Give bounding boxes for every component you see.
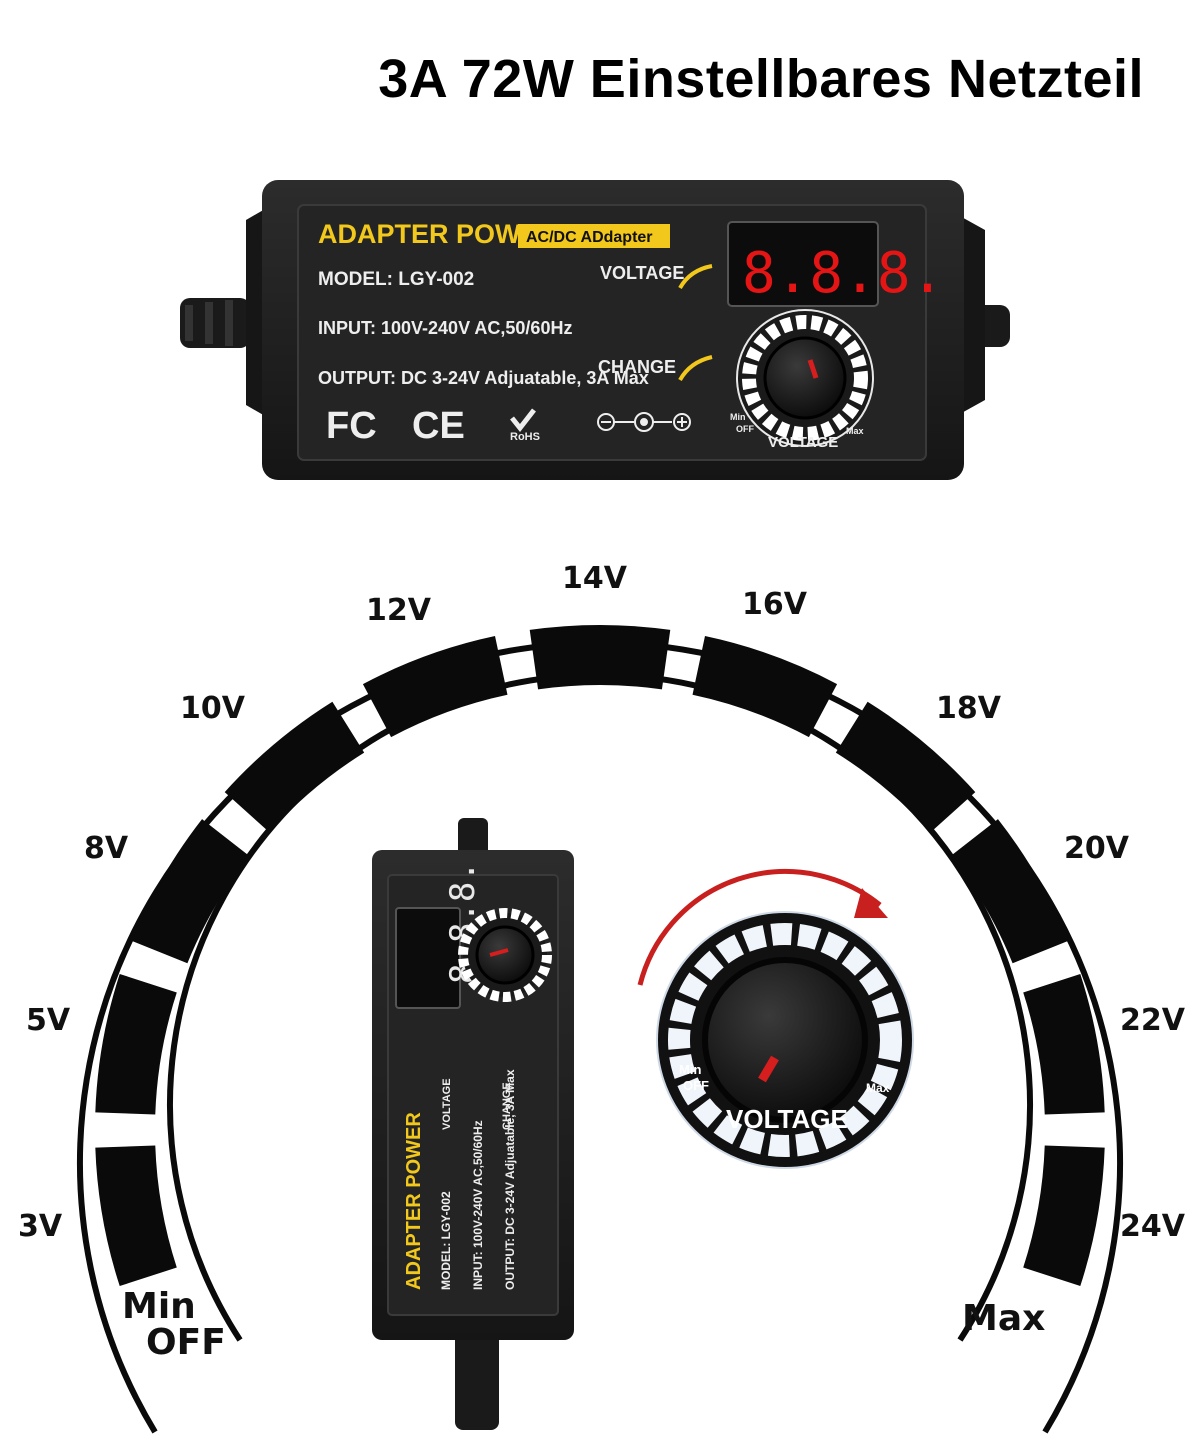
rohs-check-icon — [510, 408, 536, 433]
voltage-arrow-label: VOLTAGE — [600, 263, 684, 283]
dial-label-24v: 24V — [1120, 1209, 1186, 1244]
dial-label-12v: 12V — [366, 593, 432, 628]
closeup-off-label: OFF — [683, 1078, 709, 1093]
closeup-min-label: Min — [679, 1062, 701, 1077]
dial-segment — [835, 701, 976, 833]
knob-max-label: Max — [846, 426, 864, 436]
cable-bottom — [455, 1330, 499, 1430]
dial-segment — [950, 819, 1069, 964]
knob-closeup: Min OFF Max VOLTAGE — [637, 868, 914, 1169]
dial-label-off: OFF — [146, 1322, 226, 1363]
input-label-vertical: INPUT: 100V-240V AC,50/60Hz — [471, 1120, 485, 1290]
change-label-vertical: CHANGE — [501, 1082, 513, 1130]
model-label: MODEL: LGY-002 — [318, 269, 474, 290]
knob-min-label: Min — [730, 412, 746, 422]
rohs-logo: RoHS — [510, 431, 540, 443]
page-title: 3A 72W Einstellbares Netzteil — [378, 49, 1144, 109]
knob-off-label: OFF — [736, 424, 754, 434]
dial-segment — [362, 636, 508, 738]
adapter-vertical: 8.8.8. ADAPTER POWER MODEL: LGY-002 INPU… — [372, 818, 574, 1430]
output-label: OUTPUT: DC 3-24V Adjuatable, 3A Max — [318, 368, 649, 388]
polarity-icon — [597, 412, 691, 432]
knob-vertical[interactable] — [475, 925, 535, 985]
brand-subtitle-badge — [518, 224, 670, 248]
rotation-arrowhead-icon — [854, 888, 888, 918]
dial-segment — [1023, 1145, 1105, 1287]
dial-segment — [1023, 973, 1105, 1115]
voltage-label-vertical: VOLTAGE — [441, 1078, 453, 1130]
voltage-dial — [77, 625, 1123, 1434]
led-digits: 8.8.8. — [742, 241, 944, 306]
dial-label-10v: 10V — [180, 691, 246, 726]
closeup-max-label: Max — [866, 1081, 890, 1095]
brand-subtitle: AC/DC ADdapter — [526, 229, 653, 246]
closeup-knob-indicator — [758, 1055, 779, 1083]
adapter-top: ADAPTER POWER AC/DC ADdapter MODEL: LGY-… — [180, 180, 1010, 480]
input-label: INPUT: 100V-240V AC,50/60Hz — [318, 318, 572, 338]
dial-segment — [529, 625, 671, 690]
dial-segment — [95, 1145, 177, 1287]
change-arrow-icon — [678, 355, 713, 382]
dial-label-5v: 5V — [26, 1003, 71, 1038]
mount-ear-right — [958, 215, 985, 415]
dial-label-min: Min — [122, 1286, 196, 1327]
dial-segment — [95, 973, 177, 1115]
led-display-vertical — [395, 907, 461, 1009]
ce-logo: CE — [412, 405, 465, 447]
knob-indicator — [807, 359, 819, 379]
model-label-vertical: MODEL: LGY-002 — [439, 1191, 453, 1290]
dial-segment — [692, 636, 838, 738]
closeup-knob[interactable] — [702, 957, 868, 1123]
voltage-arrow-icon — [678, 264, 713, 290]
dial-label-14v: 14V — [562, 561, 628, 596]
dial-label-3v: 3V — [18, 1209, 63, 1244]
led-display — [727, 221, 879, 307]
dial-label-22v: 22V — [1120, 1003, 1186, 1038]
brand-label-vertical: ADAPTER POWER — [403, 1112, 425, 1290]
change-arrow-label: CHANGE — [598, 357, 676, 377]
adapter-top-knob[interactable] — [763, 336, 847, 420]
dial-label-18v: 18V — [936, 691, 1002, 726]
rotation-arrow — [637, 868, 882, 986]
closeup-ring — [668, 923, 902, 1157]
dial-label-16v: 16V — [742, 587, 808, 622]
knob-voltage-label: VOLTAGE — [768, 434, 838, 451]
dial-label-20v: 20V — [1064, 831, 1130, 866]
dial-label-8v: 8V — [84, 831, 129, 866]
output-label-vertical: OUTPUT: DC 3-24V Adjuatable, 3A Max — [503, 1069, 517, 1290]
dial-segment — [224, 701, 365, 833]
closeup-voltage-label: VOLTAGE — [726, 1104, 848, 1134]
dial-segments — [95, 625, 1105, 1287]
dial-label-max: Max — [962, 1298, 1045, 1339]
fcc-logo: FC — [326, 405, 377, 447]
dial-segment — [131, 819, 250, 964]
